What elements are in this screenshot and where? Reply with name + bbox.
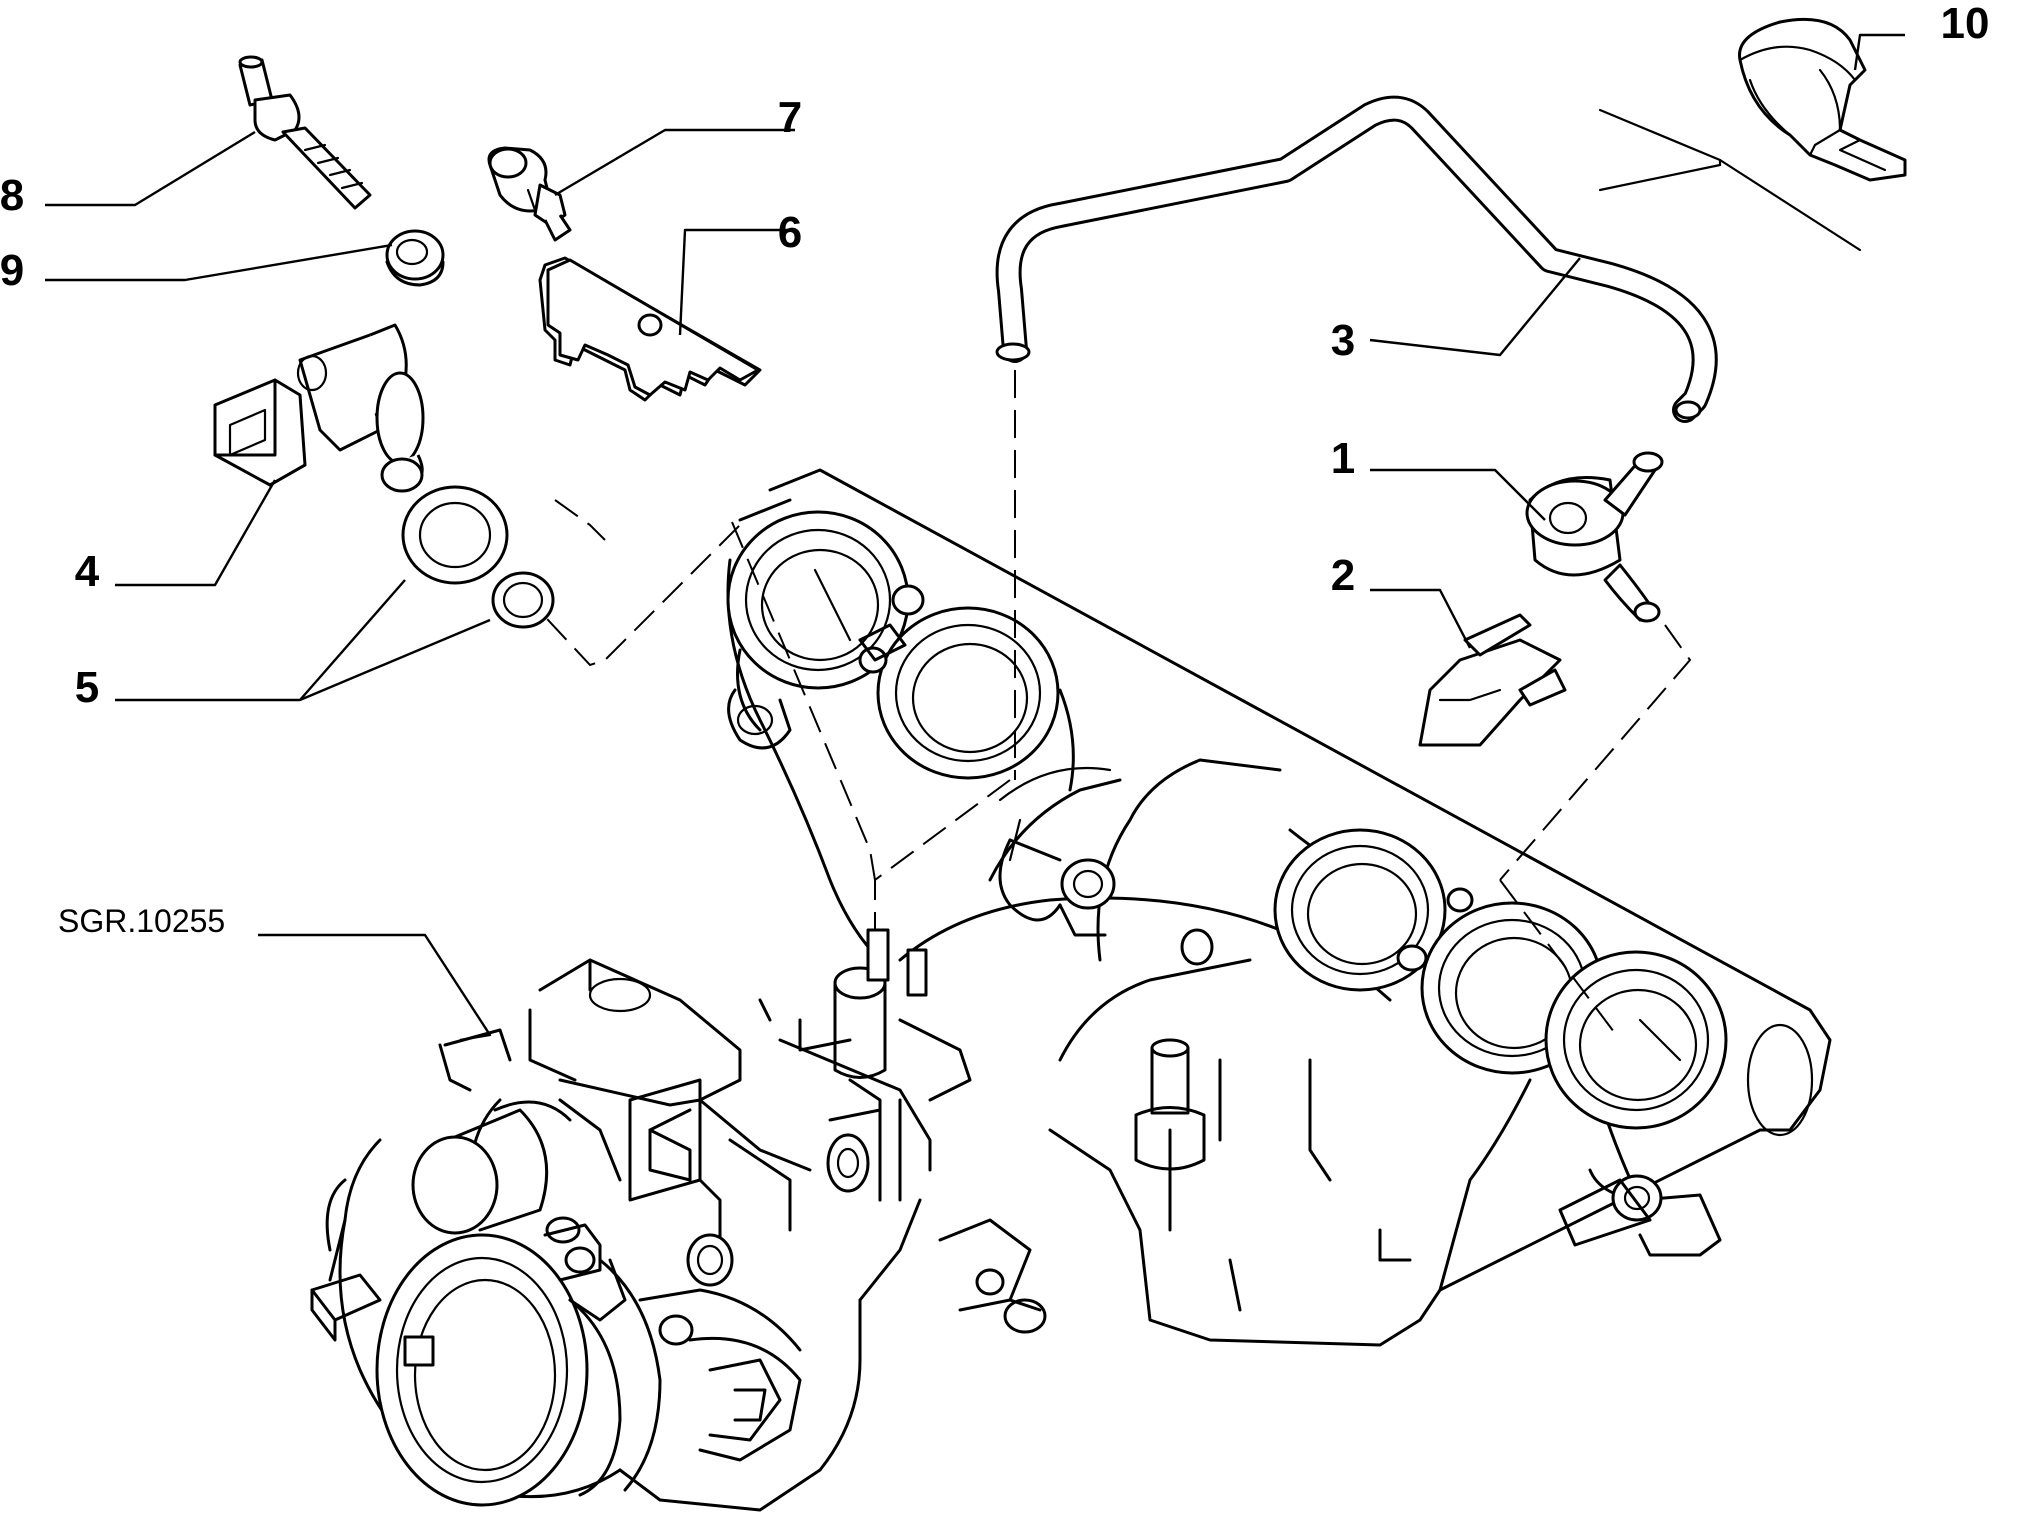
- callout-6: 6: [778, 208, 802, 257]
- part-9-washer: [385, 229, 445, 287]
- callout-3: 3: [1331, 316, 1355, 365]
- throttle-body: [310, 958, 1047, 1512]
- part-1-check-valve: [1525, 451, 1664, 623]
- drawing-code: SGR.10255: [58, 903, 225, 939]
- manifold-end-cap: [1746, 1023, 1814, 1137]
- part-3-vacuum-hose: [995, 95, 1718, 423]
- callout-8: 8: [0, 171, 24, 220]
- callout-10: 10: [1941, 0, 1990, 48]
- leader-lines: [45, 33, 1905, 1042]
- intake-manifold: [726, 468, 1832, 1347]
- port-hole: [858, 646, 888, 674]
- callout-5: 5: [75, 663, 99, 712]
- callout-4: 4: [75, 547, 100, 596]
- port-hole: [1446, 887, 1474, 913]
- callout-2: 2: [1331, 551, 1355, 600]
- part-8-stud-bolt: [238, 55, 372, 210]
- sensor-stub: [798, 928, 972, 1102]
- callout-labels: 1 2 3 4 5 6 7 8 9 10 SGR.10255: [0, 0, 1989, 939]
- part-5-seals: [401, 485, 555, 629]
- intake-runner-2: [876, 606, 1075, 792]
- intake-runner-5: [1544, 950, 1728, 1130]
- part-6-bracket-plate: [538, 256, 762, 402]
- part-4-map-sensor: [213, 323, 425, 493]
- boss-hole: [1060, 858, 1116, 910]
- break-lines: [1598, 108, 1862, 252]
- port-hole: [1396, 944, 1428, 972]
- assembly-guide-lines: [519, 370, 1692, 1041]
- stud: [1134, 1038, 1206, 1171]
- callout-7: 7: [778, 93, 802, 142]
- callout-9: 9: [0, 246, 24, 295]
- port-hole: [1180, 928, 1214, 966]
- port-hole: [891, 584, 925, 616]
- part-7-screw: [487, 146, 572, 242]
- part-10-hose-clip: [1738, 17, 1907, 182]
- part-2-clip: [1418, 613, 1567, 747]
- callout-1: 1: [1331, 434, 1355, 483]
